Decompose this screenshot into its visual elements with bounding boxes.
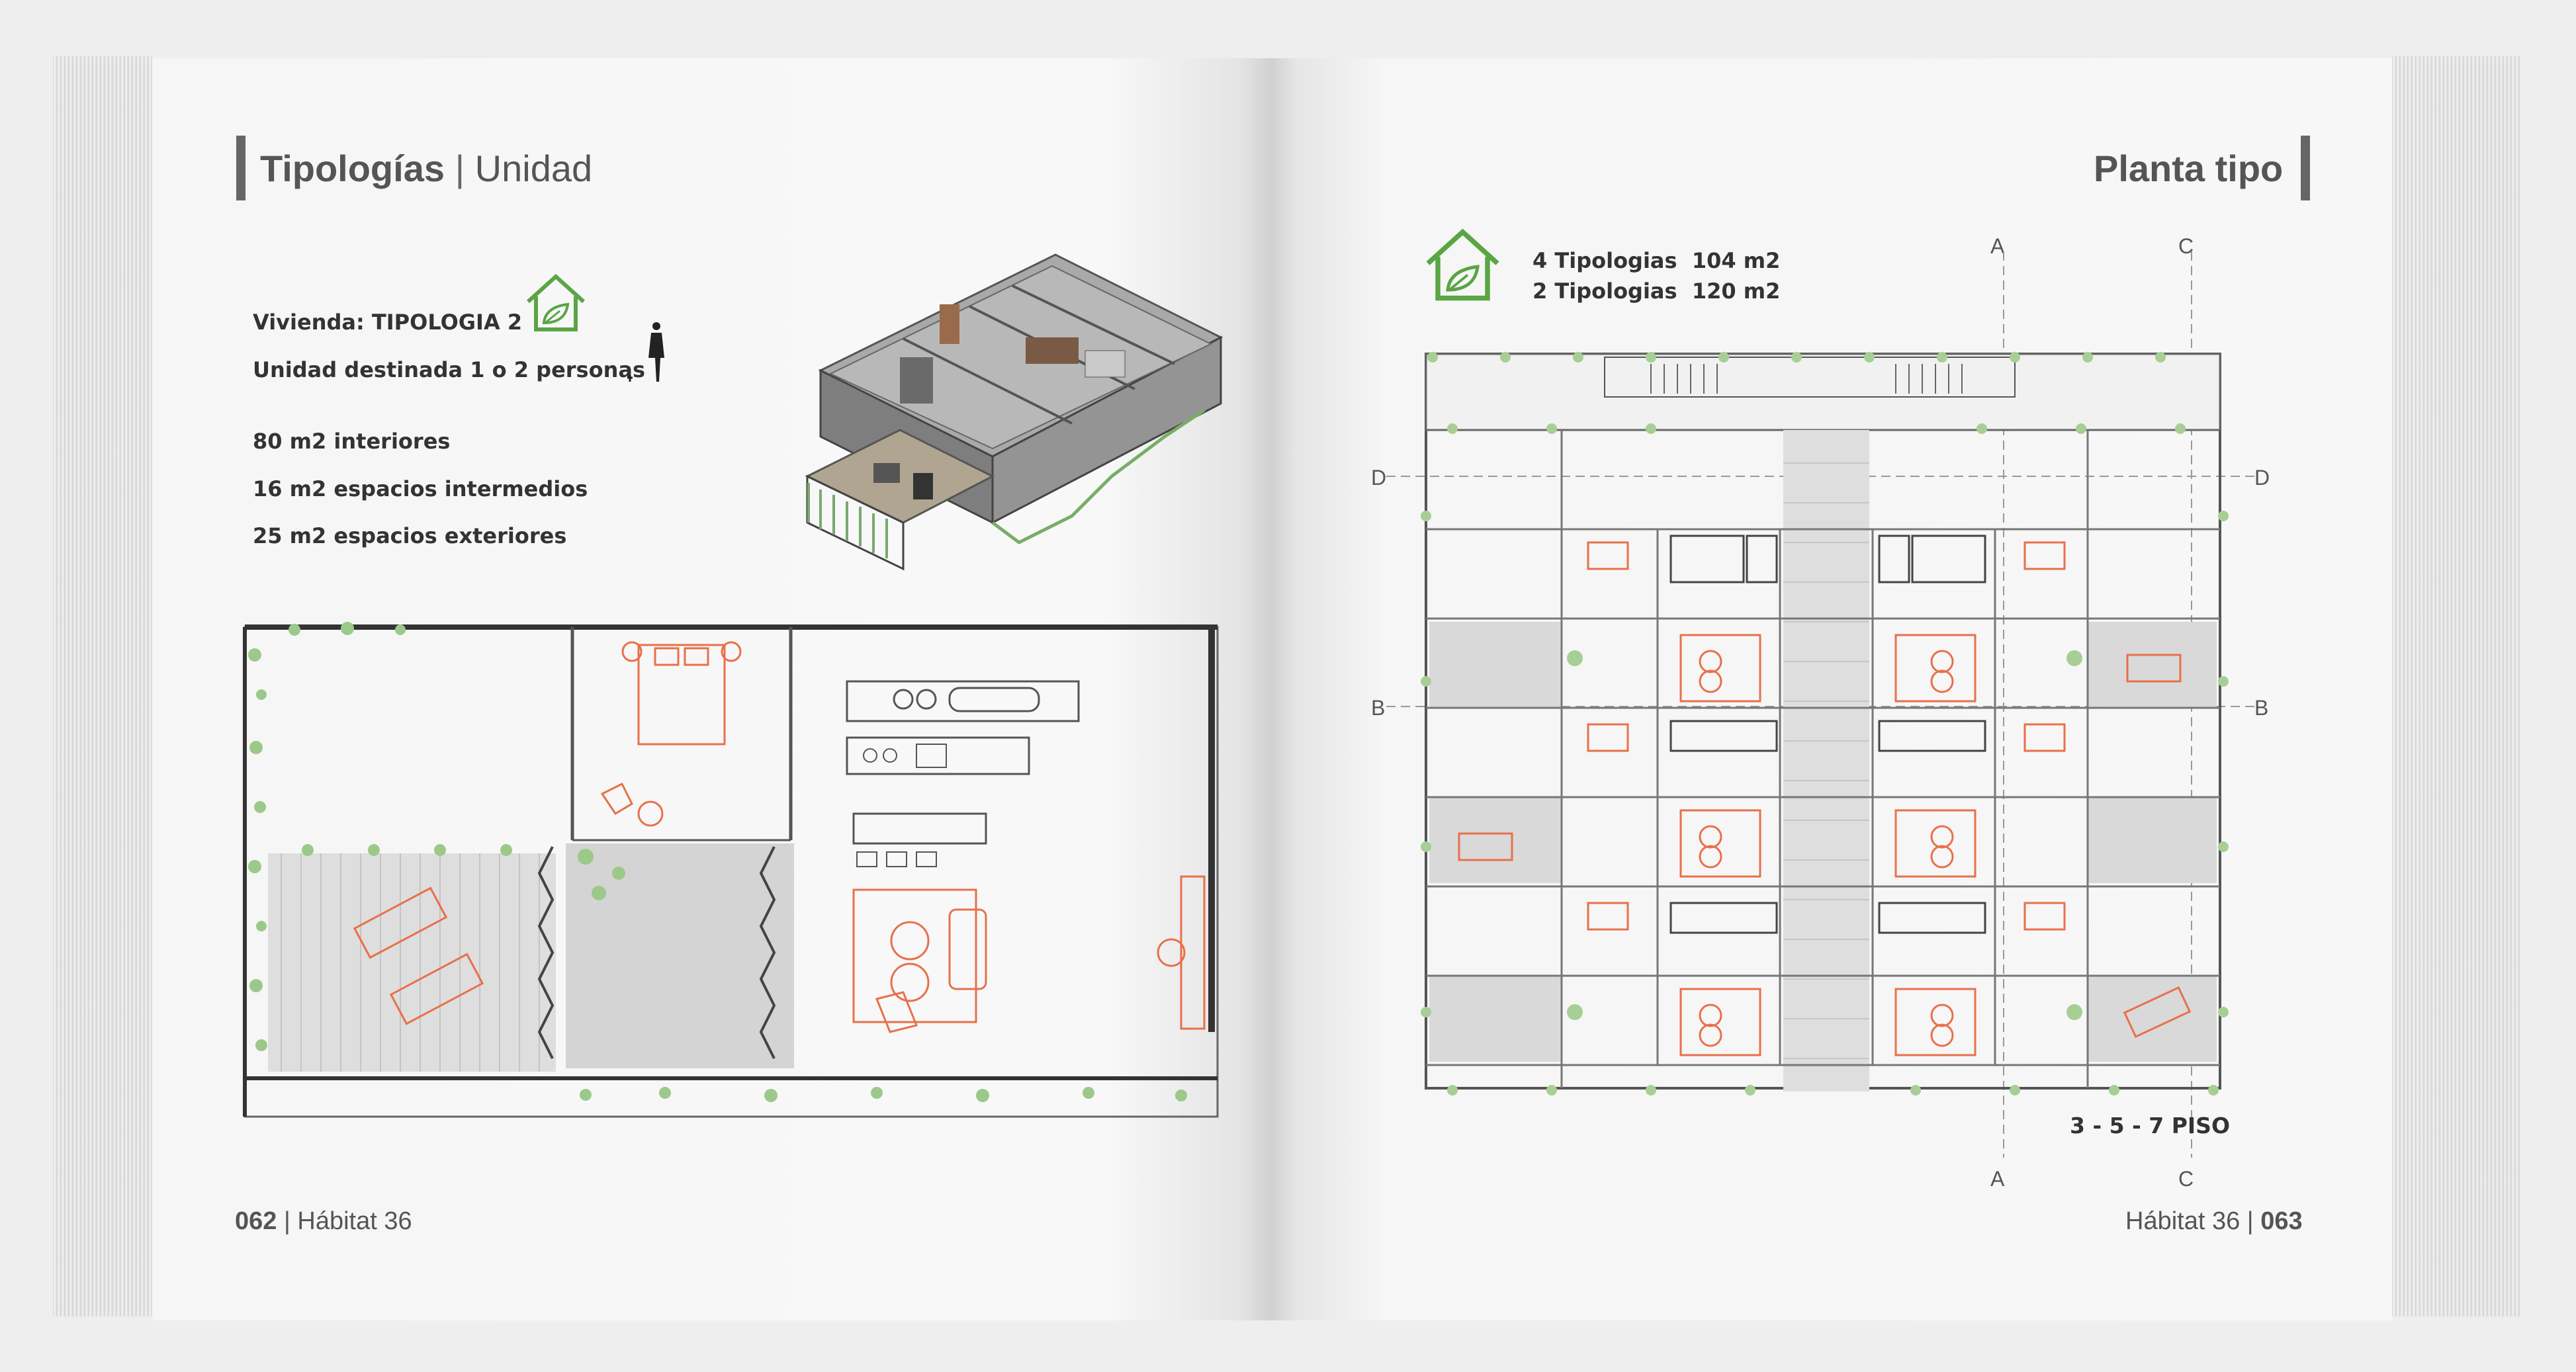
isometric-render	[805, 253, 1223, 571]
axis-b-right: B	[2254, 696, 2269, 720]
title-light: Unidad	[474, 148, 593, 189]
axis-a-top: A	[1990, 234, 2005, 258]
summary-line-1: 4 Tipologias 104 m2	[1532, 248, 1781, 273]
summary-line-2: 2 Tipologias 120 m2	[1532, 279, 1781, 304]
left-page-number: 062	[235, 1207, 277, 1235]
left-footer: 062 | Hábitat 36	[235, 1207, 412, 1236]
title-bold: Tipologías	[260, 148, 445, 189]
exteriores-label: 25 m2 espacios exteriores	[253, 523, 567, 548]
left-footer-text: Hábitat 36	[297, 1207, 412, 1235]
right-footer-separator: |	[2246, 1207, 2254, 1235]
left-title-bar	[236, 136, 245, 200]
left-page-edges	[53, 56, 152, 1316]
left-footer-separator: |	[283, 1207, 290, 1235]
right-page-number: 063	[2260, 1207, 2303, 1235]
left-page	[152, 58, 1274, 1320]
left-page-title: Tipologías | Unidad	[260, 147, 592, 191]
axis-d-left: D	[1371, 466, 1387, 490]
eco-house-icon	[1426, 228, 1499, 301]
axis-c-top: C	[2178, 234, 2194, 258]
person-silhouette-icon	[627, 322, 664, 382]
right-footer-text: Hábitat 36	[2125, 1207, 2241, 1235]
axis-d-right: D	[2254, 466, 2270, 490]
left-floor-plan	[243, 622, 1219, 1118]
right-floor-plan	[1386, 251, 2260, 1158]
right-title-bar	[2301, 136, 2310, 200]
intermedios-label: 16 m2 espacios intermedios	[253, 476, 588, 501]
axis-b-left: B	[1371, 696, 1386, 720]
floors-label: 3 - 5 - 7 PISO	[2070, 1113, 2231, 1138]
vivienda-label: Vivienda: TIPOLOGIA 2	[253, 310, 523, 335]
title-separator: |	[455, 148, 465, 189]
axis-c-bottom: C	[2178, 1167, 2194, 1191]
interiores-label: 80 m2 interiores	[253, 429, 451, 454]
right-page-title: Planta tipo	[2094, 148, 2284, 189]
axis-a-bottom: A	[1990, 1167, 2005, 1191]
right-footer: Hábitat 36 | 063	[2125, 1207, 2303, 1236]
right-page-edges	[2392, 56, 2521, 1316]
eco-house-icon	[526, 273, 586, 331]
unidad-label: Unidad destinada 1 o 2 personas	[253, 357, 645, 382]
